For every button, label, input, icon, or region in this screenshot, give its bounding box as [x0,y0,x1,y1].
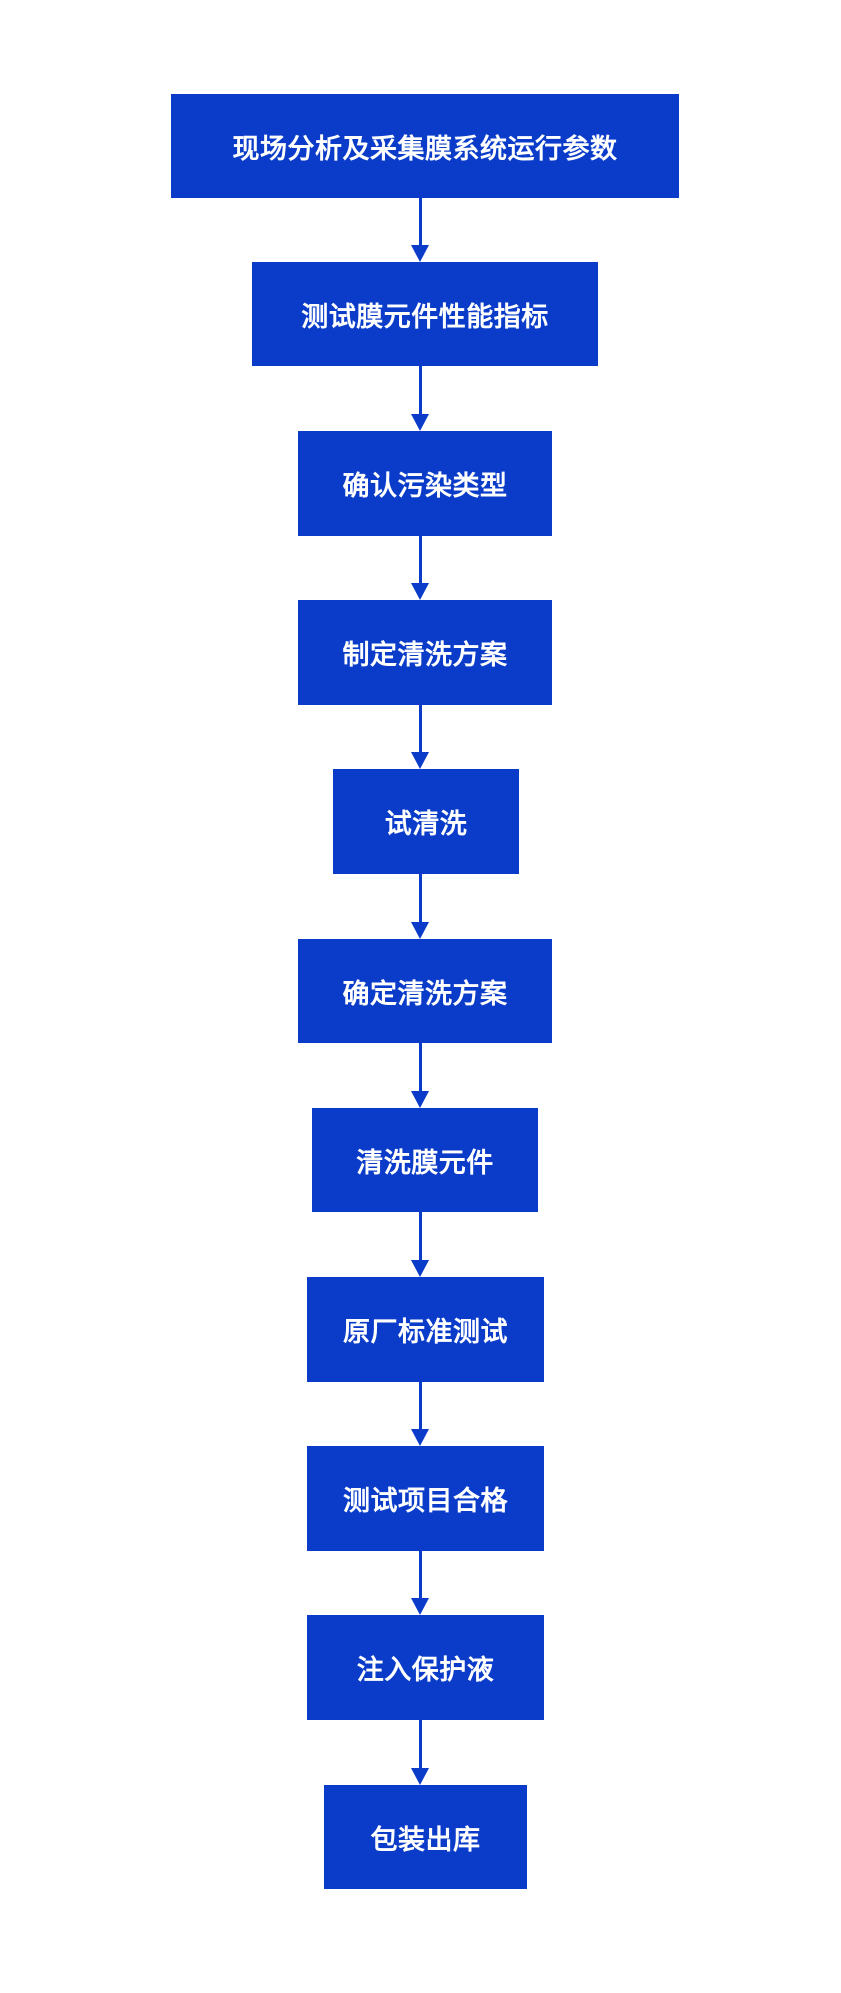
step-test-membrane-performance: 测试膜元件性能指标 [252,262,598,366]
step-inject-preservative: 注入保护液 [307,1615,544,1720]
connector-line [418,366,422,415]
connector-line [418,536,422,584]
arrow-down-icon [411,583,429,600]
arrow-down-icon [411,752,429,769]
arrow-down-icon [411,1260,429,1277]
arrow-down-icon [411,1768,429,1785]
connector-line [418,1720,422,1769]
connector-line [418,1212,422,1261]
connector-line [418,198,422,246]
connector-line [418,1551,422,1599]
step-draft-cleaning-plan: 制定清洗方案 [298,600,552,705]
arrow-down-icon [411,1091,429,1108]
step-oem-standard-test: 原厂标准测试 [307,1277,544,1382]
step-finalize-cleaning-plan: 确定清洗方案 [298,939,552,1043]
step-confirm-fouling-type: 确认污染类型 [298,431,552,536]
connector-line [418,705,422,753]
step-clean-membrane-elements: 清洗膜元件 [312,1108,538,1212]
arrow-down-icon [411,414,429,431]
connector-line [418,874,422,923]
arrow-down-icon [411,1429,429,1446]
connector-line [418,1043,422,1092]
arrow-down-icon [411,1598,429,1615]
arrow-down-icon [411,922,429,939]
step-package-and-ship: 包装出库 [324,1785,527,1889]
arrow-down-icon [411,245,429,262]
step-collect-parameters: 现场分析及采集膜系统运行参数 [171,94,679,198]
step-test-items-pass: 测试项目合格 [307,1446,544,1551]
connector-line [418,1382,422,1430]
step-trial-cleaning: 试清洗 [333,769,519,874]
